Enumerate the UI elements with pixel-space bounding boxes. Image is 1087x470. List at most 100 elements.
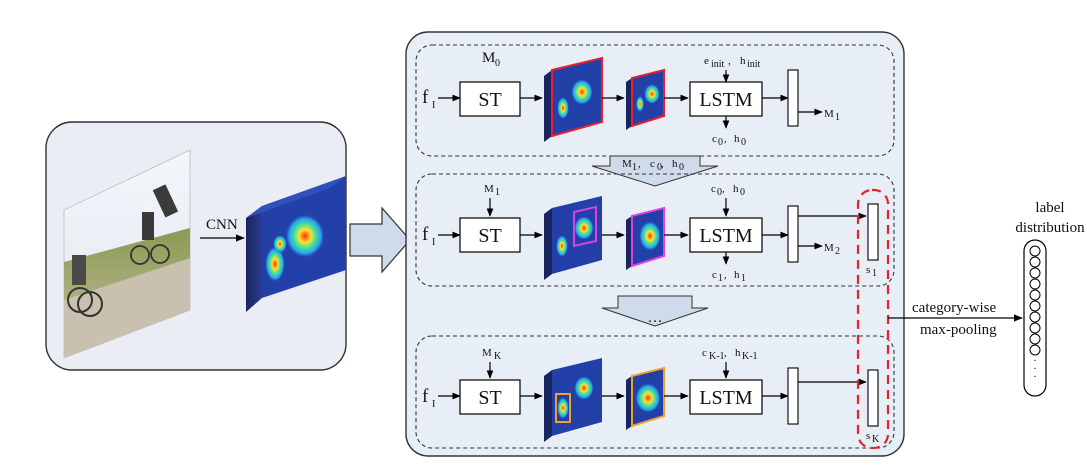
score-vector <box>867 203 879 261</box>
svg-text:0: 0 <box>740 187 745 198</box>
stage-0: f I ST M 0 LSTM e init , h <box>415 44 895 157</box>
svg-text:0: 0 <box>679 162 684 173</box>
svg-text:ST: ST <box>478 89 501 111</box>
svg-text:1: 1 <box>632 162 637 173</box>
feature-map <box>246 176 346 312</box>
output-vector <box>787 69 799 127</box>
svg-text:M: M <box>482 347 492 359</box>
svg-text:h: h <box>672 158 678 170</box>
svg-text:,: , <box>661 158 664 170</box>
stage-1: f I ST M 1 LSTM c 0 , h 0 <box>415 173 895 287</box>
mask-out-label: M <box>824 108 834 120</box>
svg-text:c: c <box>711 183 716 195</box>
svg-text:c: c <box>712 269 717 281</box>
mask-in-label: M <box>482 50 495 66</box>
cropped-map <box>626 68 665 130</box>
input-photo <box>63 149 191 359</box>
svg-text:M: M <box>824 242 834 254</box>
svg-text:·: · <box>1033 355 1037 367</box>
svg-text:c: c <box>702 347 707 359</box>
svg-text:K-1: K-1 <box>742 351 758 362</box>
svg-text:ST: ST <box>478 387 501 409</box>
svg-text:,: , <box>728 55 731 67</box>
lstm-module <box>689 379 763 415</box>
output-title-line1: label <box>1035 200 1064 216</box>
svg-text:s: s <box>866 430 870 442</box>
svg-text:·: · <box>1033 371 1037 383</box>
score-highlight <box>856 188 890 450</box>
input-feature-label: f <box>422 87 429 108</box>
svg-text:M: M <box>622 158 632 170</box>
score-vector <box>867 369 879 427</box>
cnn-label: CNN <box>206 217 238 233</box>
svg-text:init: init <box>711 59 725 70</box>
svg-text:c: c <box>650 158 655 170</box>
svg-text:0: 0 <box>717 187 722 198</box>
cropped-map <box>626 366 665 430</box>
state-in-label: c 0 , h 0 <box>711 183 745 198</box>
input-panel: CNN <box>45 121 347 371</box>
svg-text:1: 1 <box>495 187 500 198</box>
svg-text:I: I <box>432 399 435 410</box>
cropped-map <box>626 206 665 270</box>
svg-text:0: 0 <box>741 137 746 148</box>
svg-text:0: 0 <box>495 58 500 69</box>
svg-text:h: h <box>735 347 741 359</box>
st-module <box>459 81 521 117</box>
svg-text:h: h <box>734 269 740 281</box>
svg-text:,: , <box>722 183 725 195</box>
output-vector <box>787 367 799 425</box>
svg-text:2: 2 <box>835 246 840 257</box>
svg-text:1: 1 <box>835 112 840 123</box>
svg-text:ST: ST <box>478 225 501 247</box>
svg-text:,: , <box>724 347 727 359</box>
svg-text:LSTM: LSTM <box>699 225 753 247</box>
svg-text:M: M <box>484 183 494 195</box>
svg-text:h: h <box>733 183 739 195</box>
svg-text:0: 0 <box>657 162 662 173</box>
svg-text:LSTM: LSTM <box>699 89 753 111</box>
output-title-line2: distribution <box>1015 220 1085 236</box>
svg-text:c: c <box>712 133 717 145</box>
svg-text:,: , <box>724 133 727 145</box>
svg-text:h: h <box>734 133 740 145</box>
svg-text:f: f <box>422 224 429 245</box>
transition-arrow-1: M 1 , c 0 , h 0 <box>591 155 719 187</box>
svg-text:K-1: K-1 <box>709 351 725 362</box>
state-out-label: c 1 , h 1 <box>712 269 746 284</box>
svg-text:f: f <box>422 386 429 407</box>
svg-text:,: , <box>638 158 641 170</box>
svg-text:I: I <box>432 237 435 248</box>
svg-text:init: init <box>747 59 761 70</box>
stage-k: f I ST M K LSTM c K-1 , h K-1 <box>415 335 895 449</box>
svg-text:0: 0 <box>718 137 723 148</box>
svg-text:1: 1 <box>872 268 877 279</box>
score-label: s <box>866 264 870 276</box>
svg-text:LSTM: LSTM <box>699 387 753 409</box>
svg-text:·: · <box>1033 363 1037 375</box>
attention-map <box>544 358 602 442</box>
svg-text:K: K <box>872 434 880 445</box>
output-vector <box>787 205 799 263</box>
st-module <box>459 379 521 415</box>
svg-text:h: h <box>740 55 746 67</box>
state-in-label: e init , h init <box>704 55 761 70</box>
svg-text:1: 1 <box>741 273 746 284</box>
attention-map <box>544 196 602 280</box>
svg-text:,: , <box>724 269 727 281</box>
svg-text:K: K <box>494 351 502 362</box>
state-out-label: c 0 , h 0 <box>712 133 746 148</box>
svg-text:1: 1 <box>718 273 723 284</box>
attention-map <box>544 56 603 142</box>
pooling-label-line1: category-wise <box>912 300 996 316</box>
svg-text:e: e <box>704 55 709 67</box>
transition-arrow-2: … <box>601 295 709 327</box>
lstm-module <box>689 81 763 117</box>
to-panel-arrow <box>349 206 411 274</box>
svg-text:…: … <box>648 310 663 326</box>
pooling-label-line2: max-pooling <box>920 322 997 338</box>
state-in-label: c K-1 , h K-1 <box>702 347 758 362</box>
label-distribution: label distribution · · · <box>1015 200 1085 397</box>
svg-text:I: I <box>432 100 435 111</box>
